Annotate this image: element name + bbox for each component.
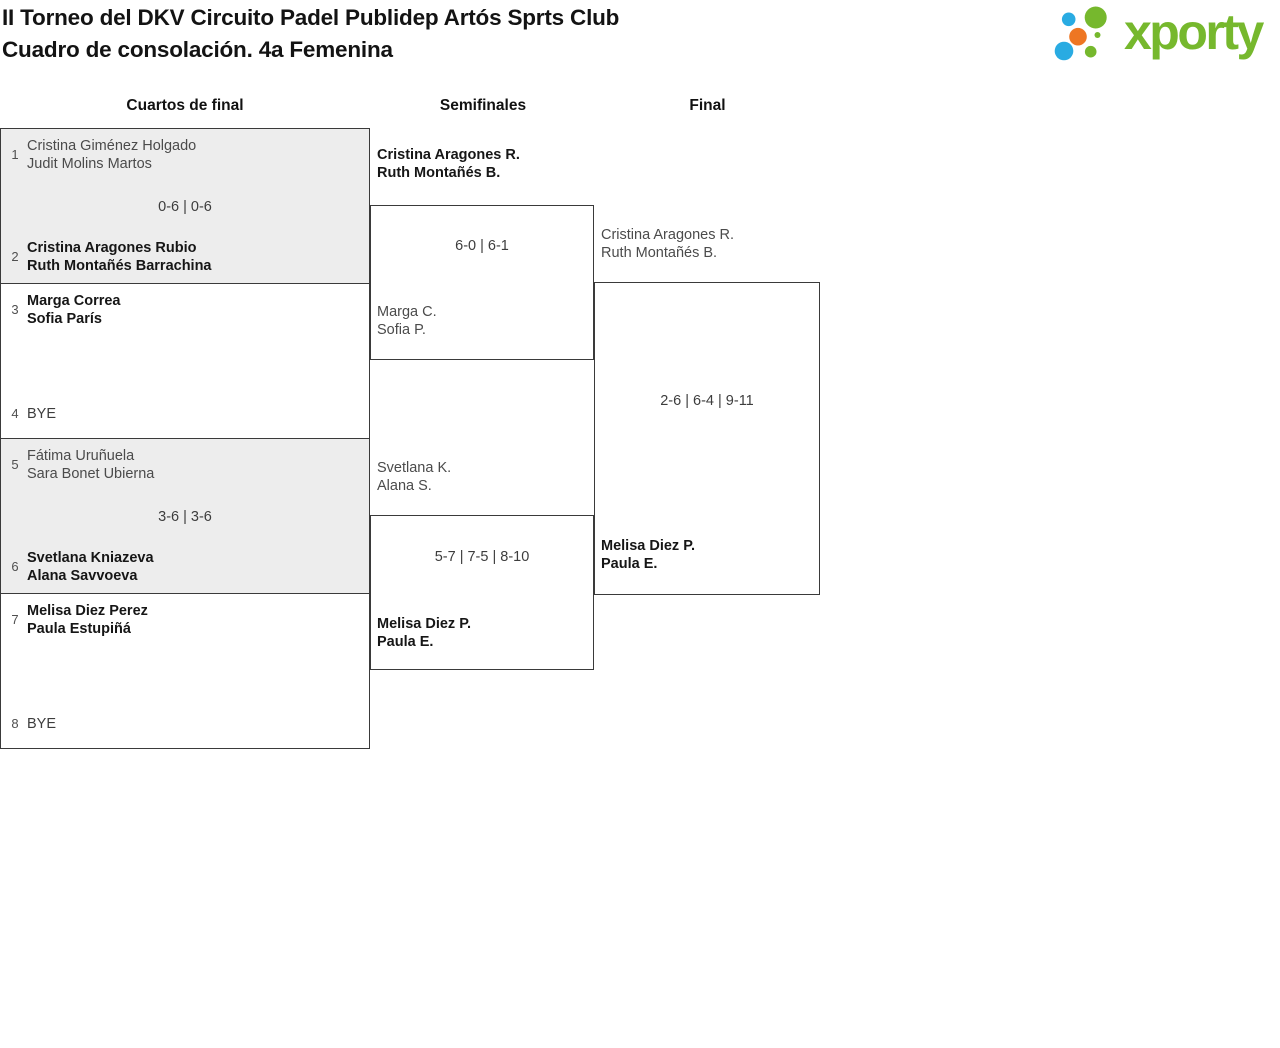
player-name: Sofia París [27,311,102,327]
semifinal-2-connector [370,515,594,670]
semifinal-2-team-bottom: Melisa Diez P. Paula E. [377,615,471,651]
player-name: Judit Molins Martos [27,156,152,172]
round-header-semifinals: Semifinales [439,97,527,114]
seed-number: 4 [11,406,19,421]
player-name: Marga Correa [27,293,121,309]
player-name: Melisa Diez P. [601,538,696,554]
player-name: Ruth Montañés Barrachina [27,258,212,274]
bye-label: BYE [27,716,57,732]
player-name: Cristina Aragones R. [377,147,520,163]
semifinal-1-score: 6-0 | 6-1 [455,238,509,254]
player-name: Sofia P. [377,322,426,338]
round-header-final: Final [689,97,726,114]
final-connector [594,282,820,595]
player-name: Ruth Montañés B. [601,245,718,261]
team-pair: Fátima Uruñuela Sara Bonet Ubierna [27,447,154,483]
player-name: Sara Bonet Ubierna [27,466,155,482]
match-score: 0-6 | 0-6 [158,199,212,215]
final-team-top: Cristina Aragones R. Ruth Montañés B. [601,226,734,262]
player-name: Cristina Aragones Rubio [27,240,197,256]
xporty-logo[interactable]: xporty [1050,3,1264,65]
team-pair: Cristina Aragones Rubio Ruth Montañés Ba… [27,239,212,275]
quarterfinal-match-1: 1 Cristina Giménez Holgado Judit Molins … [0,128,370,284]
semifinal-2-team-top: Svetlana K. Alana S. [377,459,451,495]
seed-number: 8 [11,716,19,731]
player-name: Cristina Aragones R. [601,227,734,243]
semifinal-1-team-top: Cristina Aragones R. Ruth Montañés B. [377,146,520,182]
seed-number: 6 [11,559,19,574]
player-name: Cristina Giménez Holgado [27,138,197,154]
seed-number: 1 [11,147,19,162]
page-title: II Torneo del DKV Circuito Padel Publide… [2,2,619,66]
semifinal-1-team-bottom: Marga C. Sofia P. [377,303,437,339]
team-pair: Cristina Giménez Holgado Judit Molins Ma… [27,137,196,173]
xporty-wordmark: xporty [1124,4,1264,60]
player-name: Fátima Uruñuela [27,448,135,464]
semifinal-1-connector [370,205,594,360]
player-name: Alana Savvoeva [27,568,138,584]
player-name: Alana S. [377,478,432,494]
player-name: Ruth Montañés B. [377,165,501,181]
seed-number: 7 [11,612,19,627]
final-score: 2-6 | 6-4 | 9-11 [660,393,754,409]
player-name: Paula Estupiñá [27,621,131,637]
player-name: Melisa Diez P. [377,616,472,632]
quarterfinal-match-3: 5 Fátima Uruñuela Sara Bonet Ubierna 3-6… [0,438,370,594]
quarterfinal-match-2: 3 Marga Correa Sofia París 4 BYE [0,283,370,439]
team-pair: Melisa Diez Perez Paula Estupiñá [27,602,148,638]
bracket-subtitle: Cuadro de consolación. 4a Femenina [2,37,393,62]
xporty-dots-icon [1054,6,1107,61]
tournament-name: II Torneo del DKV Circuito Padel Publide… [2,5,620,30]
player-name: Paula E. [601,556,658,572]
semifinal-2-score: 5-7 | 7-5 | 8-10 [434,549,530,565]
player-name: Svetlana Kniazeva [27,550,154,566]
round-header-quarterfinals: Cuartos de final [126,97,244,114]
seed-number: 2 [11,249,19,264]
quarterfinal-match-4: 7 Melisa Diez Perez Paula Estupiñá 8 BYE [0,593,370,749]
player-name: Paula E. [377,634,434,650]
team-pair: Svetlana Kniazeva Alana Savvoeva [27,549,154,585]
seed-number: 3 [11,302,19,317]
final-team-bottom: Melisa Diez P. Paula E. [601,537,695,573]
team-pair: Marga Correa Sofia París [27,292,120,328]
seed-number: 5 [11,457,19,472]
player-name: Marga C. [377,304,437,320]
bye-label: BYE [27,406,57,422]
player-name: Melisa Diez Perez [27,603,148,619]
match-score: 3-6 | 3-6 [158,509,212,525]
player-name: Svetlana K. [377,460,452,476]
